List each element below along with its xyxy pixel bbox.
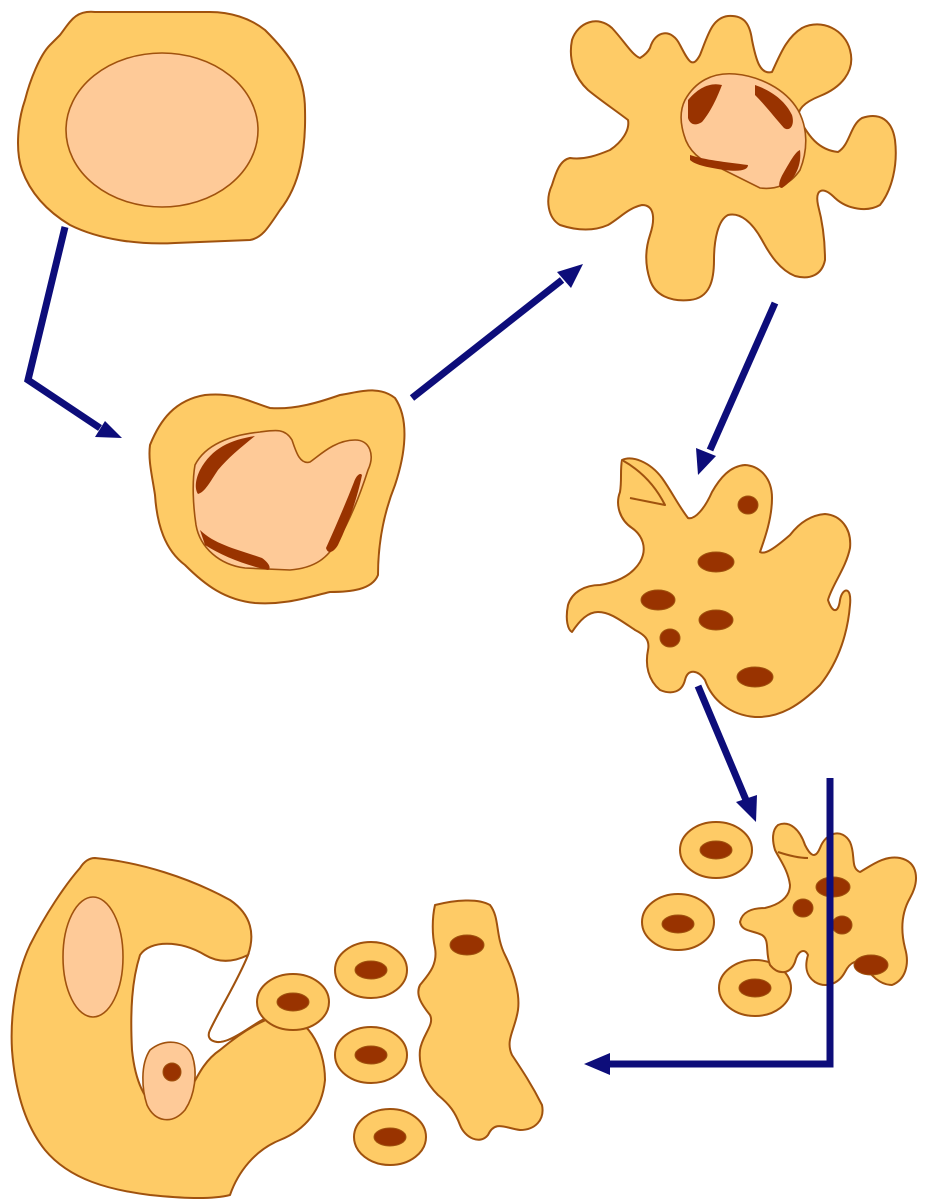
nuclear-fragment: [698, 552, 734, 572]
nuclear-fragment: [450, 935, 484, 955]
nuclear-fragment: [355, 961, 387, 979]
stage-normal-cell: [18, 12, 305, 244]
fragmenting-cell-cytoplasm: [567, 458, 850, 717]
stage-blebbing: [548, 16, 895, 300]
arrow-2-to-3: [412, 280, 562, 398]
nuclear-fragment: [739, 979, 771, 997]
stage-apoptotic-bodies: [642, 822, 916, 1016]
stage-condensation: [149, 390, 404, 603]
nuclear-fragment: [355, 1046, 387, 1064]
large-apoptotic-body: [418, 900, 542, 1139]
phagocyte-nucleus: [63, 897, 123, 1017]
nuclear-fragment: [854, 955, 888, 975]
nuclear-fragment: [662, 915, 694, 933]
nuclear-fragment: [793, 899, 813, 917]
normal-cell-nucleus: [66, 53, 258, 207]
nuclear-fragment: [832, 916, 852, 934]
arrowhead: [736, 795, 757, 822]
nuclear-fragment: [699, 610, 733, 630]
nuclear-fragment: [700, 841, 732, 859]
nuclear-fragment: [738, 496, 758, 514]
stage-fragmentation: [567, 458, 850, 717]
nuclear-fragment: [277, 993, 309, 1011]
nuclear-fragment: [163, 1063, 181, 1081]
nuclear-fragment: [374, 1128, 406, 1146]
nuclear-fragment: [660, 629, 680, 647]
arrow-3-to-4: [710, 303, 775, 450]
arrowhead: [696, 448, 716, 475]
nuclear-fragment: [641, 590, 675, 610]
nuclear-fragment: [737, 667, 773, 687]
arrowhead: [584, 1053, 610, 1075]
arrow-1-to-2: [28, 227, 100, 428]
